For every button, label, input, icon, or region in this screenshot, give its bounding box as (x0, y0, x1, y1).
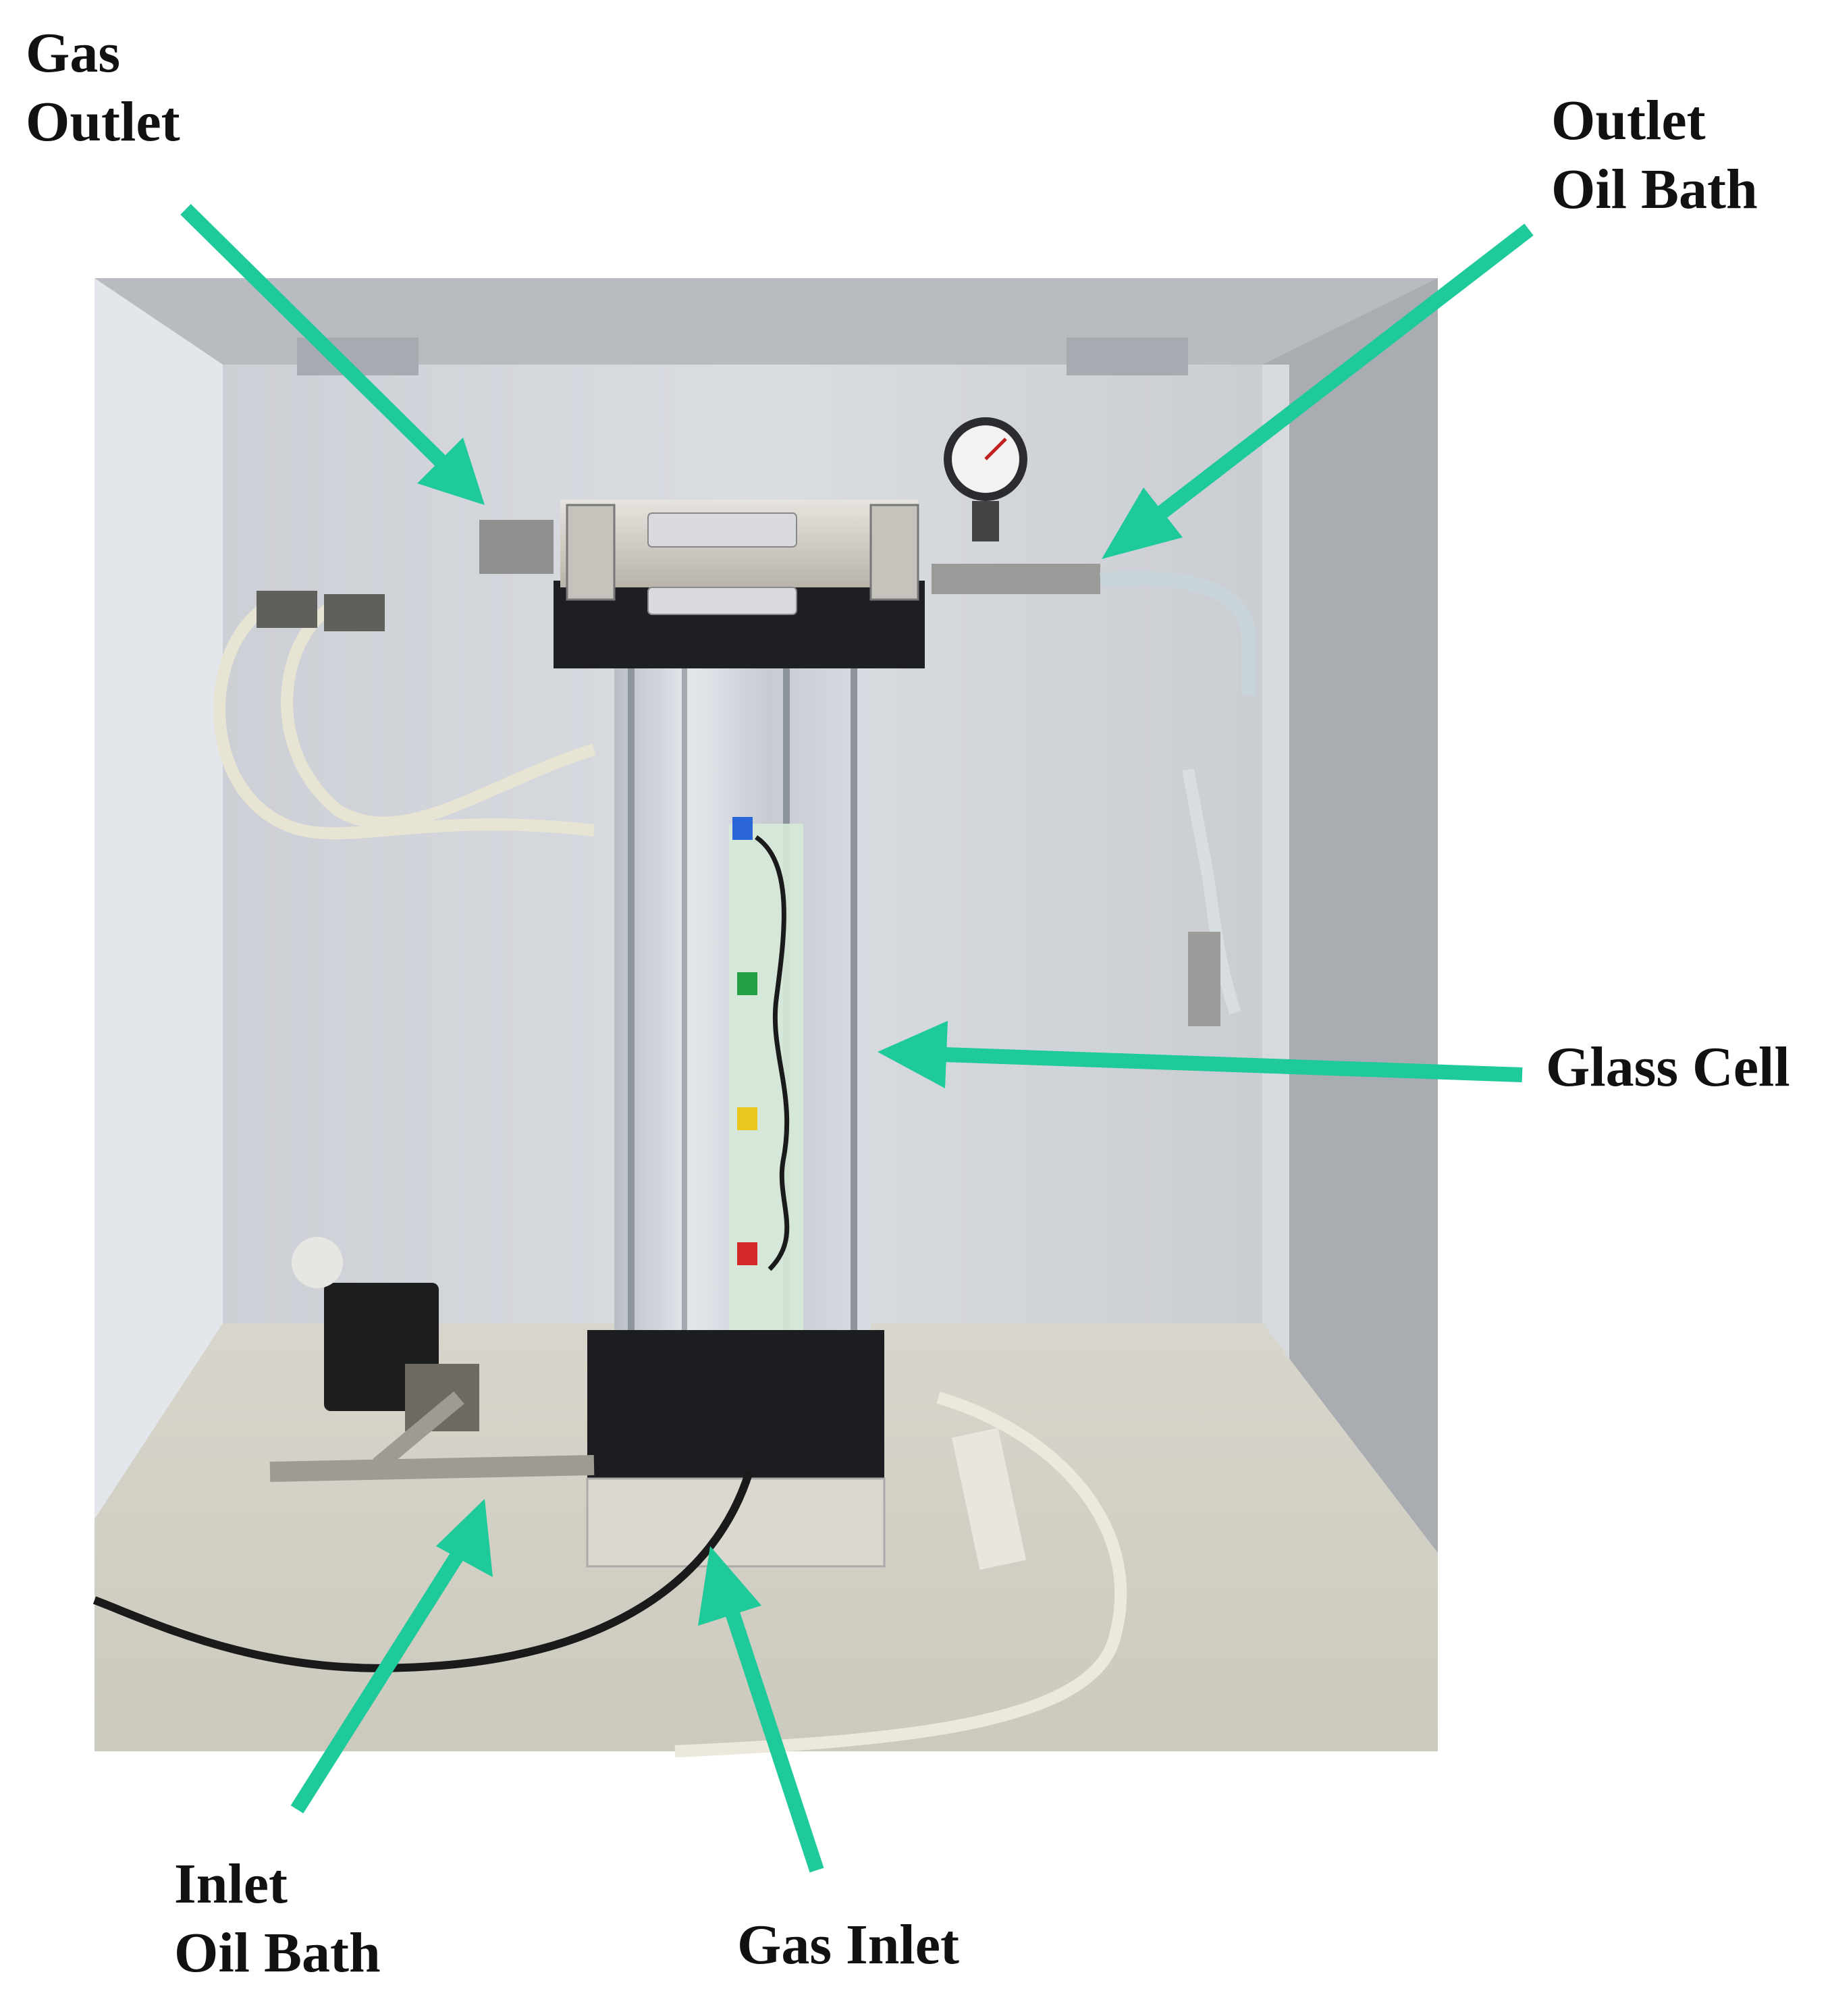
right-connector (1188, 932, 1220, 1026)
cable-connector-right (324, 594, 385, 631)
label-gas-inlet-text: Gas Inlet (737, 1913, 960, 1976)
label-outlet-oil-bath-line-1: Outlet (1551, 89, 1706, 152)
label-glass-cell: Glass Cell (1546, 1033, 1790, 1102)
label-glass-cell-text: Glass Cell (1546, 1036, 1790, 1098)
pressure-gauge (944, 417, 1027, 541)
inlet-pipe-riser (373, 1391, 464, 1472)
label-gas-outlet-line-2: Outlet (26, 90, 180, 154)
hinge-right (1067, 338, 1188, 375)
label-gas-outlet-line-1: Gas (26, 22, 121, 84)
label-inlet-oil-bath: Inlet Oil Bath (174, 1850, 381, 1988)
outlet-oil-bath-fitting (932, 564, 1256, 695)
white-cable-shelf (674, 1391, 1127, 1757)
white-cables (213, 595, 596, 840)
label-outlet-oil-bath: Outlet Oil Bath (1551, 86, 1758, 225)
top-manifold (554, 500, 925, 668)
label-inlet-oil-bath-line-1: Inlet (174, 1853, 288, 1915)
sensor-board (729, 817, 803, 1364)
label-outlet-oil-bath-line-2: Oil Bath (1551, 158, 1758, 221)
gas-outlet-fitting (479, 520, 554, 574)
white-bar-shelf (951, 1427, 1027, 1570)
label-gas-outlet: Gas Outlet (26, 19, 180, 157)
hinge-left (297, 338, 419, 375)
inlet-oil-bath-pipe (269, 1455, 595, 1482)
label-gas-inlet: Gas Inlet (737, 1911, 959, 1980)
label-inlet-oil-bath-line-2: Oil Bath (174, 1921, 381, 1985)
cable-connector-left (257, 591, 317, 628)
bottom-manifold (586, 1330, 886, 1568)
